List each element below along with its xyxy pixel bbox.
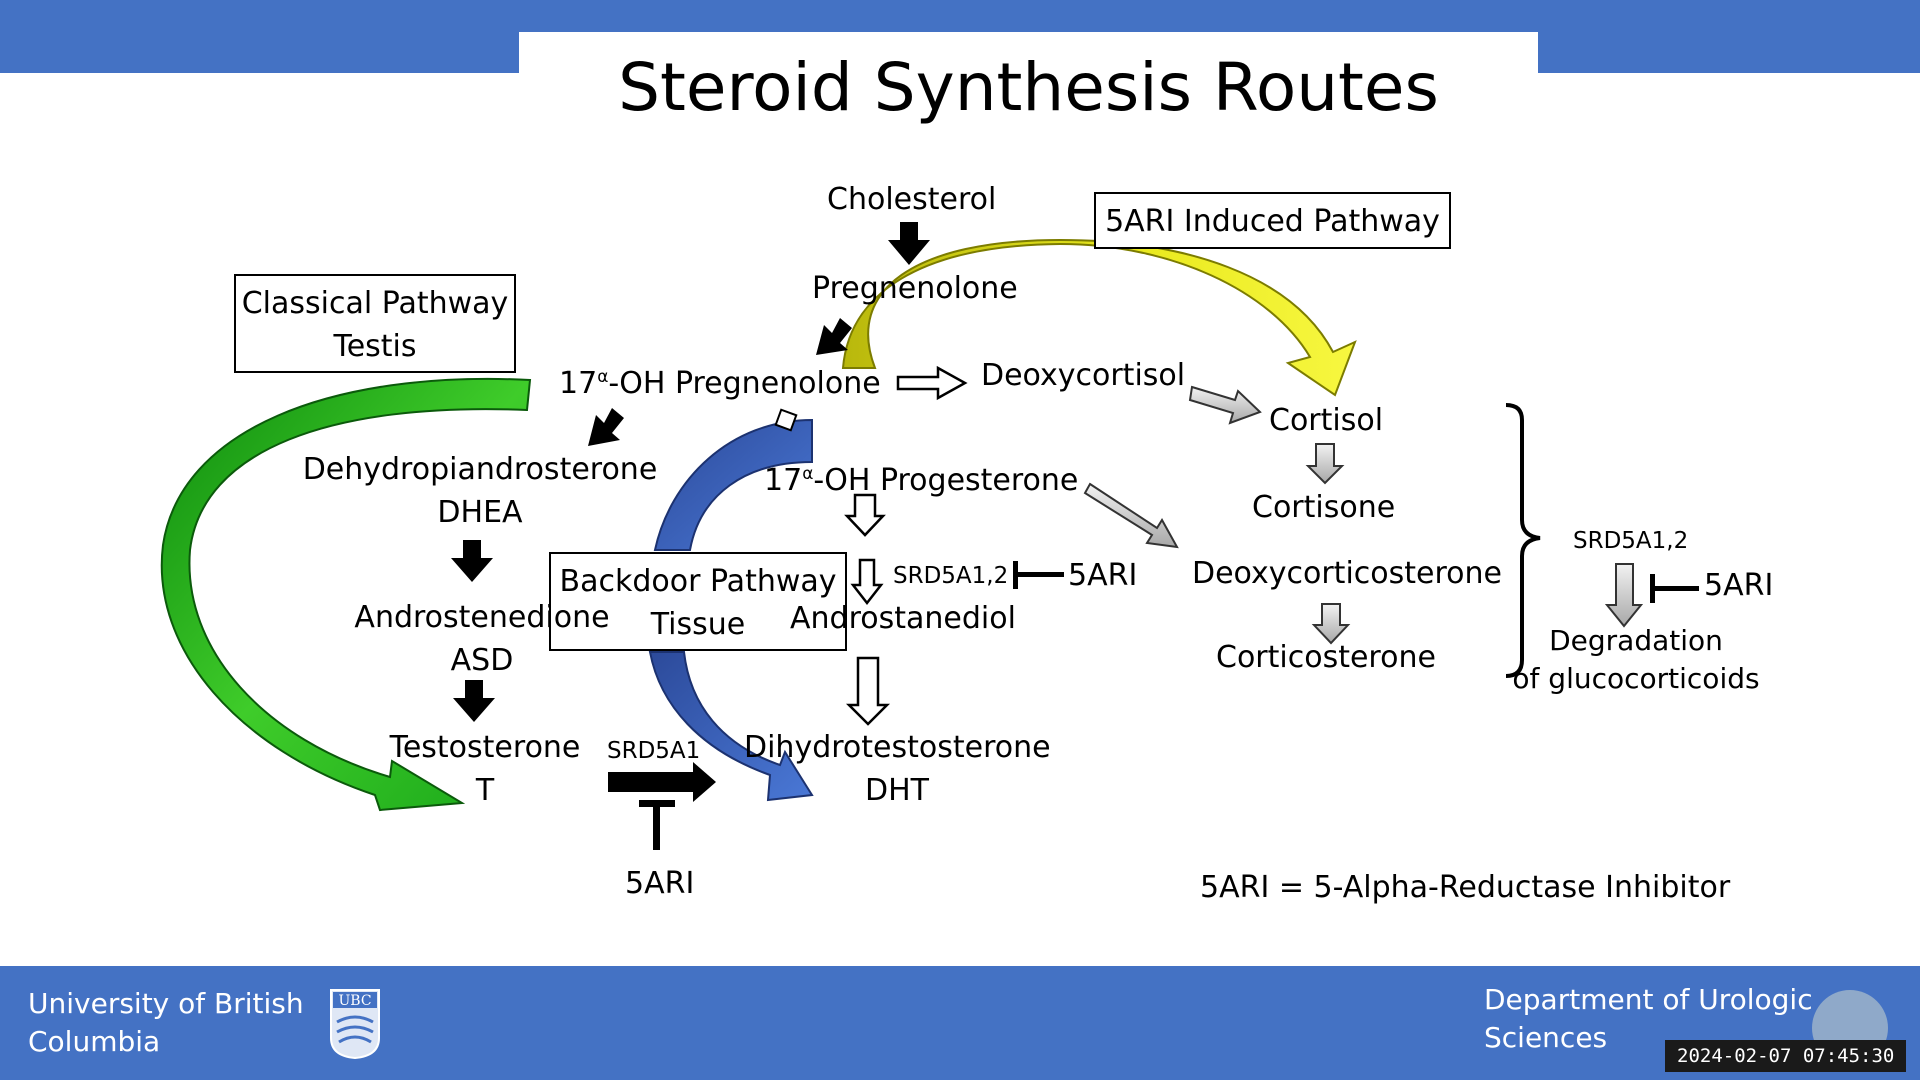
testosterone-label: Testosterone T [389, 730, 581, 808]
svg-text:UBC: UBC [338, 993, 371, 1009]
footer-university: University of British Columbia [28, 987, 304, 1058]
title-panel [519, 32, 1538, 132]
srd5a12-mid-label: SRD5A1,2 [893, 563, 1009, 589]
dht-label: Dihydrotestosterone DHT [744, 730, 1051, 808]
oh17-pregnenolone-label: 17α-OH Pregnenolone [559, 366, 881, 401]
fiveari-bottom-label: 5ARI [625, 866, 695, 901]
classical-pathway-box: Classical Pathway Testis [234, 274, 516, 373]
androstanediol-label: Androstanediol [790, 601, 1016, 636]
dhea-label: Dehydropiandrosterone DHEA [302, 452, 658, 530]
bottom-banner [0, 966, 1920, 1080]
black-arrows [451, 222, 930, 850]
androstenedione-label: Androstenedione ASD [354, 600, 610, 678]
cortisone-label: Cortisone [1252, 490, 1396, 525]
deoxycorticosterone-label: Deoxycorticosterone [1192, 556, 1502, 591]
right-bracket [1505, 403, 1541, 678]
legend-text: 5ARI = 5-Alpha-Reductase Inhibitor [1200, 870, 1731, 905]
deoxycortisol-label: Deoxycortisol [981, 358, 1186, 393]
grey-arrows [1083, 385, 1644, 645]
backdoor-pathway-box: Backdoor Pathway Tissue [549, 552, 847, 651]
degradation-label: Degradation of glucocorticoids [1512, 624, 1760, 695]
fiveari-mid-label: 5ARI [1068, 558, 1138, 593]
fiveari-right-label: 5ARI [1704, 568, 1774, 603]
classical-curved-arrow [160, 377, 532, 812]
srd5a1-bottom-label: SRD5A1 [607, 738, 701, 764]
induced-pathway-box: 5ARI Induced Pathway [1094, 192, 1451, 249]
cholesterol-label: Cholesterol [827, 182, 997, 217]
pregnenolone-label: Pregnenolone [812, 271, 1018, 306]
inhibition-markers [1013, 561, 1699, 603]
backdoor-curved-arrow [648, 408, 814, 802]
footer-department: Department of Urologic Sciences [1484, 983, 1813, 1054]
white-arrows [844, 365, 968, 726]
induced-curved-arrow [841, 238, 1357, 397]
slide-title: Steroid Synthesis Routes [618, 49, 1439, 126]
srd5a12-right-label: SRD5A1,2 [1573, 528, 1689, 554]
oh17-progesterone-label: 17α-OH Progesterone [764, 463, 1079, 498]
corticosterone-label: Corticosterone [1216, 640, 1436, 675]
recording-timestamp: 2024-02-07 07:45:30 [1665, 1040, 1907, 1072]
cortisol-label: Cortisol [1269, 403, 1384, 438]
ubc-logo: UBC [330, 989, 380, 1060]
